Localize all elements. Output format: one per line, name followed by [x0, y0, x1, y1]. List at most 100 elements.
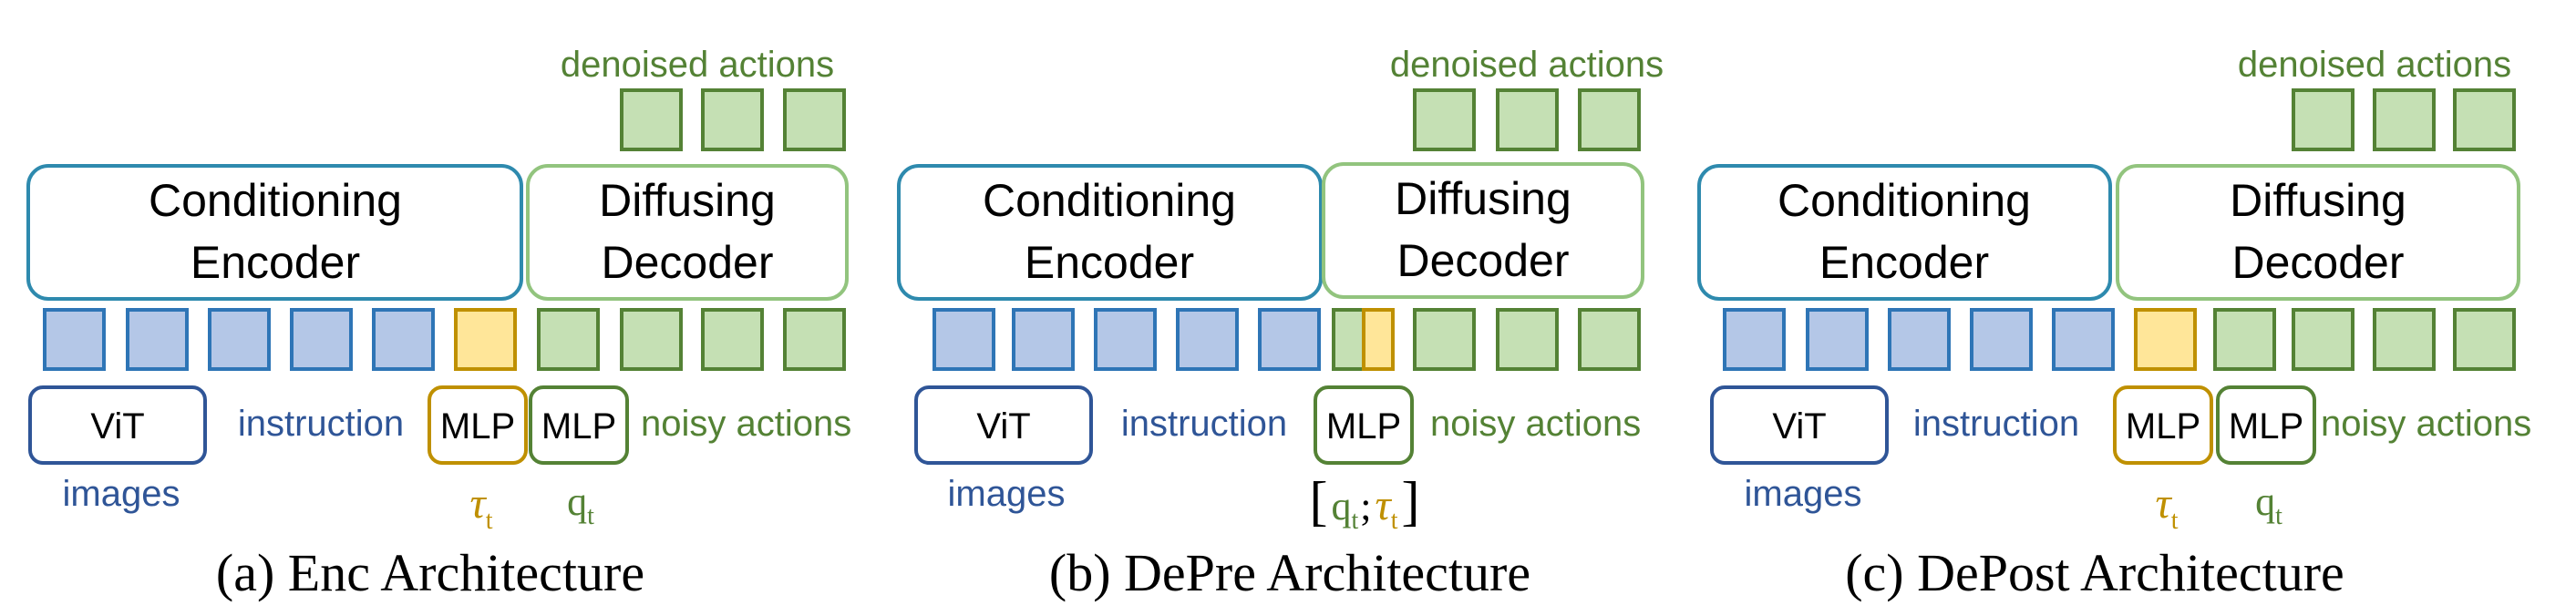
- decoder-label-line1: Diffusing: [599, 175, 776, 226]
- encoder-label-line2: Encoder: [191, 237, 360, 288]
- q-t-label: qt: [2255, 479, 2282, 530]
- instruction-token: [1970, 308, 2033, 371]
- decoder-label-line2: Decoder: [2232, 237, 2405, 288]
- images-label: images: [63, 474, 180, 514]
- panel-enc: denoised actions Conditioning Encoder Di…: [26, 45, 851, 602]
- image-token: [933, 308, 995, 371]
- denoised-token: [2453, 88, 2516, 151]
- noisy-action-token: [1413, 308, 1476, 371]
- instruction-label: instruction: [1121, 404, 1287, 444]
- noisy-action-token: [2453, 308, 2516, 371]
- denoised-token: [2373, 88, 2436, 151]
- image-token: [126, 308, 189, 371]
- noisy-action-token: [620, 308, 683, 371]
- timestep-token: [454, 308, 517, 371]
- image-token: [1012, 308, 1075, 371]
- encoder-label-line1: Conditioning: [1777, 175, 2031, 226]
- noisy-action-token: [2292, 308, 2354, 371]
- noisy-action-token: [1496, 308, 1559, 371]
- mlp-proprio-label: MLP: [541, 406, 616, 447]
- mlp-timestep-label: MLP: [440, 406, 515, 447]
- instruction-token: [290, 308, 353, 371]
- denoised-token: [783, 88, 846, 151]
- images-label: images: [1745, 474, 1862, 514]
- conditioning-encoder-box: [897, 164, 1323, 301]
- timestep-half: [1362, 308, 1395, 371]
- conditioning-encoder-box: [1697, 164, 2112, 301]
- encoder-label-line1: Conditioning: [983, 175, 1236, 226]
- instruction-token: [1094, 308, 1157, 371]
- panel-caption: (a) Enc Architecture: [216, 543, 644, 602]
- panel-caption: (c) DePost Architecture: [1845, 543, 2344, 602]
- token-row: [933, 308, 1641, 371]
- diffusing-decoder-box: [2116, 164, 2520, 301]
- instruction-token: [372, 308, 435, 371]
- diffusing-decoder-box: [526, 164, 849, 301]
- denoised-token: [1496, 88, 1559, 151]
- mlp-box: [1314, 385, 1414, 465]
- image-token: [43, 308, 106, 371]
- denoised-token: [2292, 88, 2354, 151]
- noisy-action-token: [2213, 308, 2276, 371]
- denoised-token: [1413, 88, 1476, 151]
- denoised-action-tokens: [2292, 88, 2516, 151]
- panel-caption: (b) DePre Architecture: [1049, 543, 1530, 602]
- panel-depre: denoised actions Conditioning Encoder Di…: [897, 45, 1664, 602]
- concat-q-tau-label: [qt;τt]: [1310, 471, 1420, 535]
- noisy-actions-label: noisy actions: [641, 404, 851, 444]
- mlp-timestep-box: [428, 385, 528, 465]
- instruction-label: instruction: [1913, 404, 2079, 444]
- instruction-token: [1176, 308, 1239, 371]
- tau-t-label: τt: [2156, 479, 2179, 535]
- instruction-token: [2052, 308, 2115, 371]
- vit-label: ViT: [1772, 406, 1826, 447]
- mlp-timestep-label: MLP: [2126, 406, 2200, 447]
- panel-depost: denoised actions Conditioning Encoder Di…: [1697, 45, 2531, 602]
- denoised-action-tokens: [620, 88, 846, 151]
- noisy-action-token: [701, 308, 764, 371]
- decoder-label-line1: Diffusing: [2230, 175, 2406, 226]
- mlp-proprio-box: [2216, 385, 2316, 465]
- q-t-label: qt: [567, 479, 594, 530]
- instruction-token: [208, 308, 271, 371]
- denoised-action-tokens: [1413, 88, 1641, 151]
- image-token: [1723, 308, 1786, 371]
- token-row: [1723, 308, 2516, 371]
- decoder-label-line1: Diffusing: [1395, 173, 1571, 224]
- mlp-timestep-box: [2113, 385, 2213, 465]
- denoised-token: [1578, 88, 1641, 151]
- noisy-action-token: [1578, 308, 1641, 371]
- mlp-label: MLP: [1326, 406, 1401, 447]
- instruction-label: instruction: [238, 404, 404, 444]
- denoised-token: [620, 88, 683, 151]
- mlp-proprio-label: MLP: [2229, 406, 2303, 447]
- instruction-token: [1888, 308, 1951, 371]
- diffusing-decoder-box: [1322, 162, 1644, 299]
- vit-label: ViT: [976, 406, 1030, 447]
- images-label: images: [948, 474, 1066, 514]
- tau-t-label: τt: [470, 479, 493, 535]
- noisy-action-token: [783, 308, 846, 371]
- conditioning-encoder-box: [26, 164, 523, 301]
- decoder-label-line2: Decoder: [602, 237, 774, 288]
- noisy-action-token: [2373, 308, 2436, 371]
- fused-proprio-timestep-token: [1332, 308, 1395, 371]
- denoised-actions-label: denoised actions: [561, 45, 834, 85]
- token-row: [43, 308, 846, 371]
- instruction-token: [1258, 308, 1321, 371]
- vit-box: [28, 385, 207, 465]
- vit-box: [1710, 385, 1889, 465]
- noisy-action-token: [537, 308, 600, 371]
- proprio-half: [1332, 308, 1365, 371]
- vit-box: [914, 385, 1093, 465]
- denoised-actions-label: denoised actions: [2238, 45, 2511, 85]
- vit-label: ViT: [90, 406, 144, 447]
- denoised-actions-label: denoised actions: [1390, 45, 1664, 85]
- encoder-label-line2: Encoder: [1025, 237, 1194, 288]
- timestep-token: [2134, 308, 2197, 371]
- noisy-actions-label: noisy actions: [2321, 404, 2531, 444]
- noisy-actions-label: noisy actions: [1430, 404, 1641, 444]
- encoder-label-line2: Encoder: [1819, 237, 1989, 288]
- decoder-label-line2: Decoder: [1397, 235, 1570, 286]
